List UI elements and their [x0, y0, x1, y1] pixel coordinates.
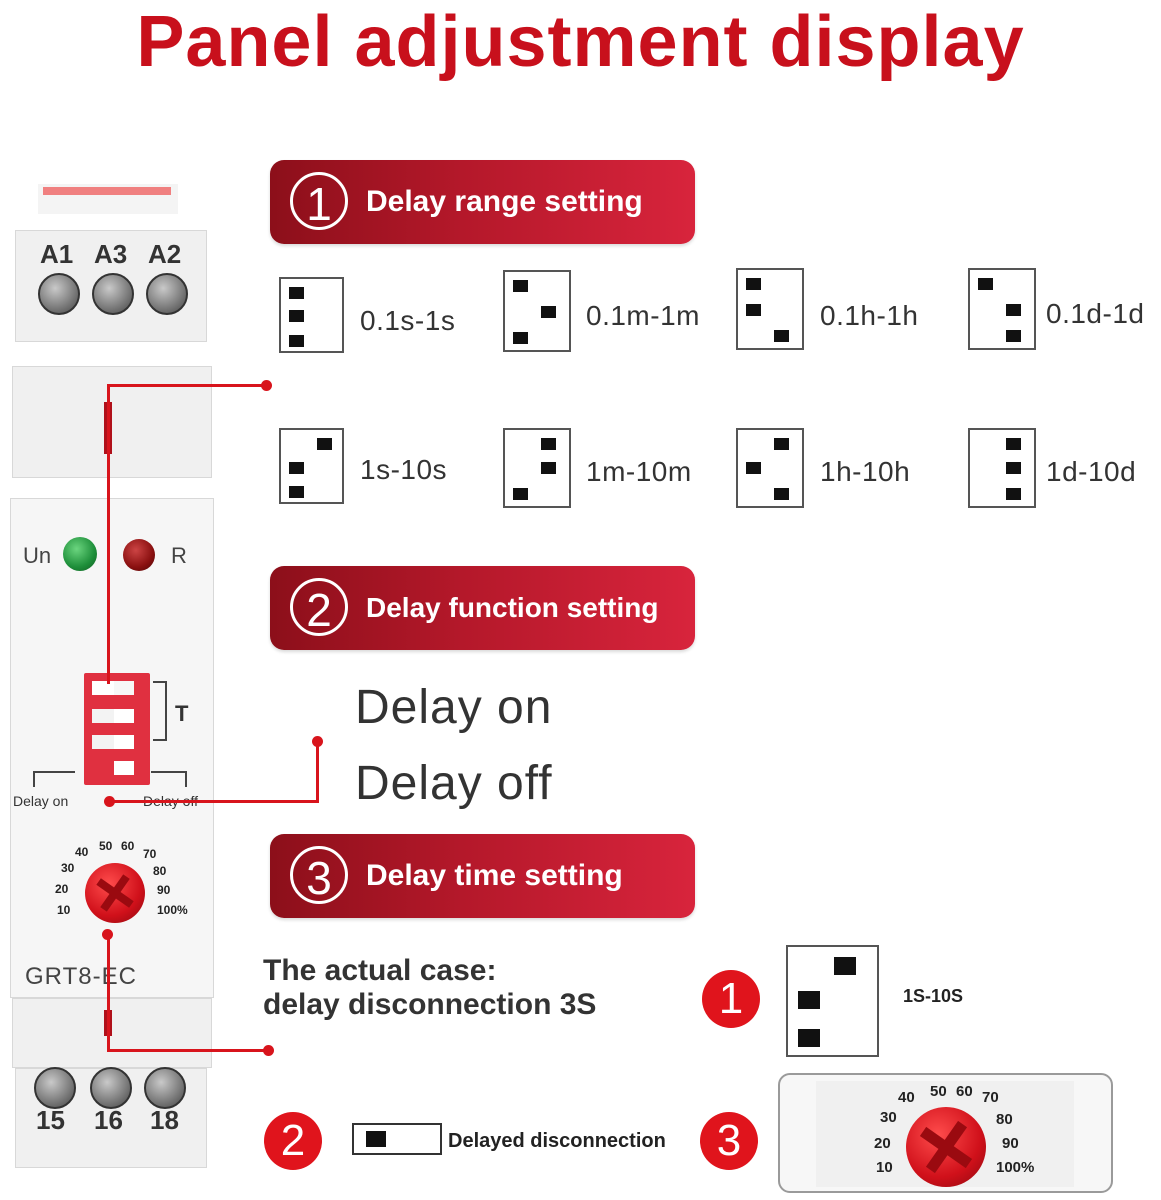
range-label: 1s-10s: [360, 454, 448, 485]
dial-tick-label: 100%: [157, 903, 188, 917]
section-number: 3: [290, 846, 348, 904]
device-top-cap: [38, 184, 178, 214]
page-title: Panel adjustment display: [136, 2, 1025, 82]
case-dip-pattern: [786, 945, 879, 1057]
range-label: 0.1h-1h: [820, 300, 919, 331]
terminal-block-bottom: 15 16 18: [15, 1067, 207, 1168]
screw-icon: [38, 273, 80, 315]
dip-pattern-01m-1m: [503, 270, 571, 352]
dip-pattern-1h-10h: [736, 428, 804, 508]
terminal-18-label: 18: [150, 1105, 179, 1135]
led-un-label: Un: [23, 543, 52, 568]
device-front-panel: Un R T Delay on Delay off 10 20 30 40 50…: [10, 498, 214, 998]
terminal-16-label: 16: [94, 1105, 123, 1135]
dial-tick-label: 70: [143, 847, 157, 861]
case-switch: [352, 1123, 442, 1155]
connector-dot: [263, 1045, 274, 1056]
connector-dot: [261, 380, 272, 391]
range-label: 0.1d-1d: [1046, 298, 1145, 329]
device-lower-body: [12, 998, 212, 1068]
section-number: 2: [290, 578, 348, 636]
dial-tick-label: 50: [99, 839, 113, 853]
delay-off-symbol: [151, 771, 187, 787]
case-step-1: 1: [702, 970, 760, 1028]
connector-dot: [104, 796, 115, 807]
function-delay-off: Delay off: [355, 757, 553, 810]
delay-on-symbol: [33, 771, 75, 787]
range-label: 1h-10h: [820, 456, 911, 487]
range-label: 1m-10m: [586, 456, 692, 487]
case-range-label: 1S-10S: [903, 986, 964, 1006]
led-green-icon: [63, 537, 97, 571]
terminal-block-top: A1 A3 A2: [15, 230, 207, 342]
dial-tick-label: 40: [75, 845, 89, 859]
section-number: 1: [290, 172, 348, 230]
section-label: Delay function setting: [366, 592, 659, 623]
section-2-banner: 2 Delay function setting: [270, 566, 695, 650]
terminal-a2-label: A2: [148, 239, 182, 269]
section-1-banner: 1 Delay range setting: [270, 160, 695, 244]
dip-pattern-1m-10m: [503, 428, 571, 508]
dip-pattern-01h-1h: [736, 268, 804, 350]
dial-tick-label: 60: [956, 1083, 973, 1100]
dial-tick-label: 50: [930, 1083, 947, 1100]
connector-dot: [102, 929, 113, 940]
screw-icon: [144, 1067, 186, 1109]
range-label: 1d-10d: [1046, 456, 1137, 487]
dial-tick-label: 20: [874, 1135, 891, 1152]
terminal-a1-label: A1: [40, 239, 74, 269]
terminal-15-label: 15: [36, 1105, 65, 1135]
dial-tick-label: 70: [982, 1089, 999, 1106]
case-step-3: 3: [700, 1112, 758, 1170]
dial-tick-label: 90: [1002, 1135, 1019, 1152]
screw-icon: [34, 1067, 76, 1109]
case-switch-label: Delayed disconnection: [448, 1130, 666, 1152]
dial-tick-label: 10: [57, 903, 71, 917]
screw-icon: [146, 273, 188, 315]
connector-dot: [312, 736, 323, 747]
model-label: GRT8-EC: [25, 963, 137, 990]
time-dial-knob[interactable]: [85, 863, 145, 923]
screw-icon: [90, 1067, 132, 1109]
section-label: Delay range setting: [366, 185, 643, 218]
case-step-2: 2: [264, 1112, 322, 1170]
device-upper-body: [12, 366, 212, 478]
range-label: 0.1m-1m: [586, 300, 700, 331]
delay-on-label: Delay on: [13, 793, 69, 809]
function-delay-on: Delay on: [355, 681, 553, 734]
led-red-icon: [123, 539, 155, 571]
terminal-a3-label: A3: [94, 239, 128, 269]
dial-tick-label: 10: [876, 1159, 893, 1176]
dial-tick-label: 20: [55, 882, 69, 896]
t-label: T: [175, 701, 189, 726]
dip-pattern-1d-10d: [968, 428, 1036, 508]
dip-pattern-01s-1s: [279, 277, 344, 353]
section-3-banner: 3 Delay time setting: [270, 834, 695, 918]
dial-tick-label: 100%: [996, 1159, 1035, 1176]
dip-pattern-01d-1d: [968, 268, 1036, 350]
case-dial-panel: 10 20 30 40 50 60 70 80 90 100%: [778, 1073, 1113, 1193]
case-subtitle: delay disconnection 3S: [263, 988, 597, 1021]
screw-icon: [92, 273, 134, 315]
dial-tick-label: 80: [996, 1111, 1013, 1128]
dial-tick-label: 30: [880, 1109, 897, 1126]
dip-pattern-1s-10s: [279, 428, 344, 504]
dial-tick-label: 40: [898, 1089, 915, 1106]
range-label: 0.1s-1s: [360, 305, 456, 336]
dial-tick-label: 80: [153, 864, 167, 878]
case-dial-knob: [906, 1107, 986, 1187]
dial-tick-label: 30: [61, 861, 75, 875]
led-r-label: R: [171, 543, 187, 568]
case-title: The actual case:: [263, 954, 497, 987]
section-label: Delay time setting: [366, 859, 623, 892]
dial-tick-label: 90: [157, 883, 171, 897]
dial-tick-label: 60: [121, 839, 135, 853]
t-bracket: [153, 681, 167, 741]
dip-switch-block[interactable]: [84, 673, 150, 785]
